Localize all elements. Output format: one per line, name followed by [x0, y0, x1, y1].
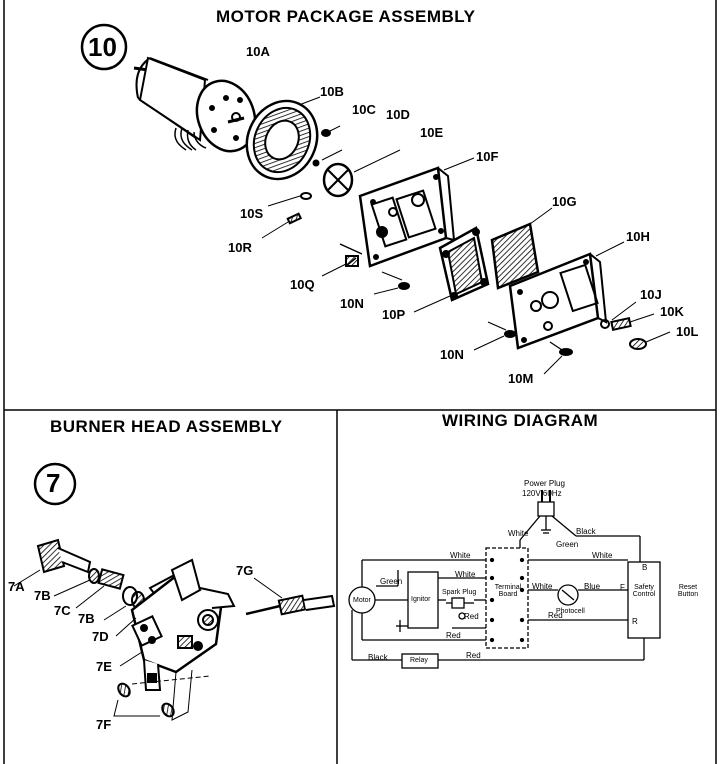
- part-label-10f: 10F: [476, 149, 499, 164]
- filter-10g-shape: [490, 207, 553, 290]
- burner-head-drawing: [13, 462, 336, 721]
- marker-r: R: [632, 617, 638, 626]
- part-label-10s: 10S: [240, 206, 264, 221]
- part-label-10m: 10M: [508, 371, 534, 386]
- marker-b: B: [642, 563, 648, 572]
- wire-label-black-relay: Black: [368, 653, 388, 662]
- part-label-10p: 10P: [382, 307, 406, 322]
- wire-label-red-lower: Red: [446, 631, 461, 640]
- wire-label-black-plug: Black: [576, 527, 596, 536]
- part-label-10l: 10L: [676, 324, 699, 339]
- part-label-10h: 10H: [626, 229, 650, 244]
- part-label-10g: 10G: [552, 194, 577, 209]
- power-plug-label: Power Plug: [524, 479, 565, 488]
- power-plug-symbol: [537, 490, 555, 534]
- section-borders: [3, 0, 717, 764]
- part-label-10a: 10A: [246, 44, 270, 59]
- part-label-10k: 10K: [660, 304, 684, 319]
- wire-label-red-spark: Red: [464, 612, 479, 621]
- wire-label-white-photocell: White: [532, 582, 553, 591]
- wire-label-white-top-right: White: [592, 551, 613, 560]
- small-parts-10j-10k-10l: [600, 301, 671, 350]
- wiring-schematic: [348, 490, 661, 669]
- marker-f: F: [620, 583, 625, 592]
- marker-blue: Blue: [584, 582, 601, 591]
- motor-package-title: MOTOR PACKAGE ASSEMBLY: [216, 7, 476, 26]
- small-parts-10s-10r: [261, 192, 312, 239]
- motor-package-drawing: [80, 23, 671, 375]
- wire-label-green-plug: Green: [556, 540, 579, 549]
- screws-10n-10m-lower: [473, 321, 573, 375]
- component-reset-button: Reset Button: [677, 584, 699, 598]
- part-label-7b-second: 7B: [78, 611, 95, 626]
- part-label-7a: 7A: [8, 579, 25, 594]
- screw-10n-upper: [373, 271, 410, 295]
- screws-7f-shape: [113, 675, 211, 718]
- gasket-10p-shape: [413, 226, 490, 313]
- component-terminal-board: Terminal Board: [494, 584, 522, 598]
- motor-package-number: 10: [88, 32, 117, 62]
- part-label-7f: 7F: [96, 717, 112, 732]
- part-label-10b: 10B: [320, 84, 344, 99]
- wire-label-red-relay: Red: [466, 651, 481, 660]
- cover-10h-shape: [508, 241, 625, 350]
- wire-label-red-right: Red: [548, 611, 563, 620]
- part-label-7g: 7G: [236, 563, 254, 578]
- electrode-7g-shape: [245, 577, 336, 616]
- motor-10a-shape: [133, 56, 257, 153]
- part-label-7d: 7D: [92, 629, 109, 644]
- housing-10f-shape: [358, 157, 475, 268]
- wire-label-white-ignitor: White: [455, 570, 476, 579]
- component-safety-control: Safety Control: [632, 584, 656, 598]
- burner-head-number: 7: [46, 468, 61, 498]
- wire-label-white-plug: White: [508, 529, 529, 538]
- part-label-10e: 10E: [420, 125, 444, 140]
- component-motor: Motor: [353, 597, 371, 604]
- part-label-10r: 10R: [228, 240, 252, 255]
- part-label-10n-upper: 10N: [340, 296, 364, 311]
- flange-10b-shape: [245, 96, 321, 181]
- wire-label-green-motor: Green: [380, 577, 403, 586]
- part-label-10j: 10J: [640, 287, 662, 302]
- component-ignitor: Ignitor: [411, 596, 431, 603]
- part-label-10d: 10D: [386, 107, 410, 122]
- part-label-10n-lower: 10N: [440, 347, 464, 362]
- nozzle-7a-shape: [13, 538, 92, 587]
- component-relay: Relay: [410, 657, 428, 664]
- part-label-7b-first: 7B: [34, 588, 51, 603]
- wiring-diagram-title: WIRING DIAGRAM: [442, 411, 599, 430]
- bracket-10q-shape: [321, 243, 363, 277]
- burner-head-title: BURNER HEAD ASSEMBLY: [50, 417, 283, 436]
- voltage-label: 120V 60Hz: [522, 489, 562, 498]
- component-spark-plug: Spark Plug: [442, 589, 477, 596]
- component-photocell: Photocell: [556, 608, 585, 615]
- screws-10c-10d: [312, 125, 343, 167]
- part-label-7c: 7C: [54, 603, 71, 618]
- wire-label-white-top-left: White: [450, 551, 471, 560]
- fan-10e-shape: [322, 149, 401, 198]
- part-label-7e: 7E: [96, 659, 112, 674]
- part-label-10q: 10Q: [290, 277, 315, 292]
- burner-plate-7d-7e-shape: [115, 558, 236, 721]
- part-label-10c: 10C: [352, 102, 376, 117]
